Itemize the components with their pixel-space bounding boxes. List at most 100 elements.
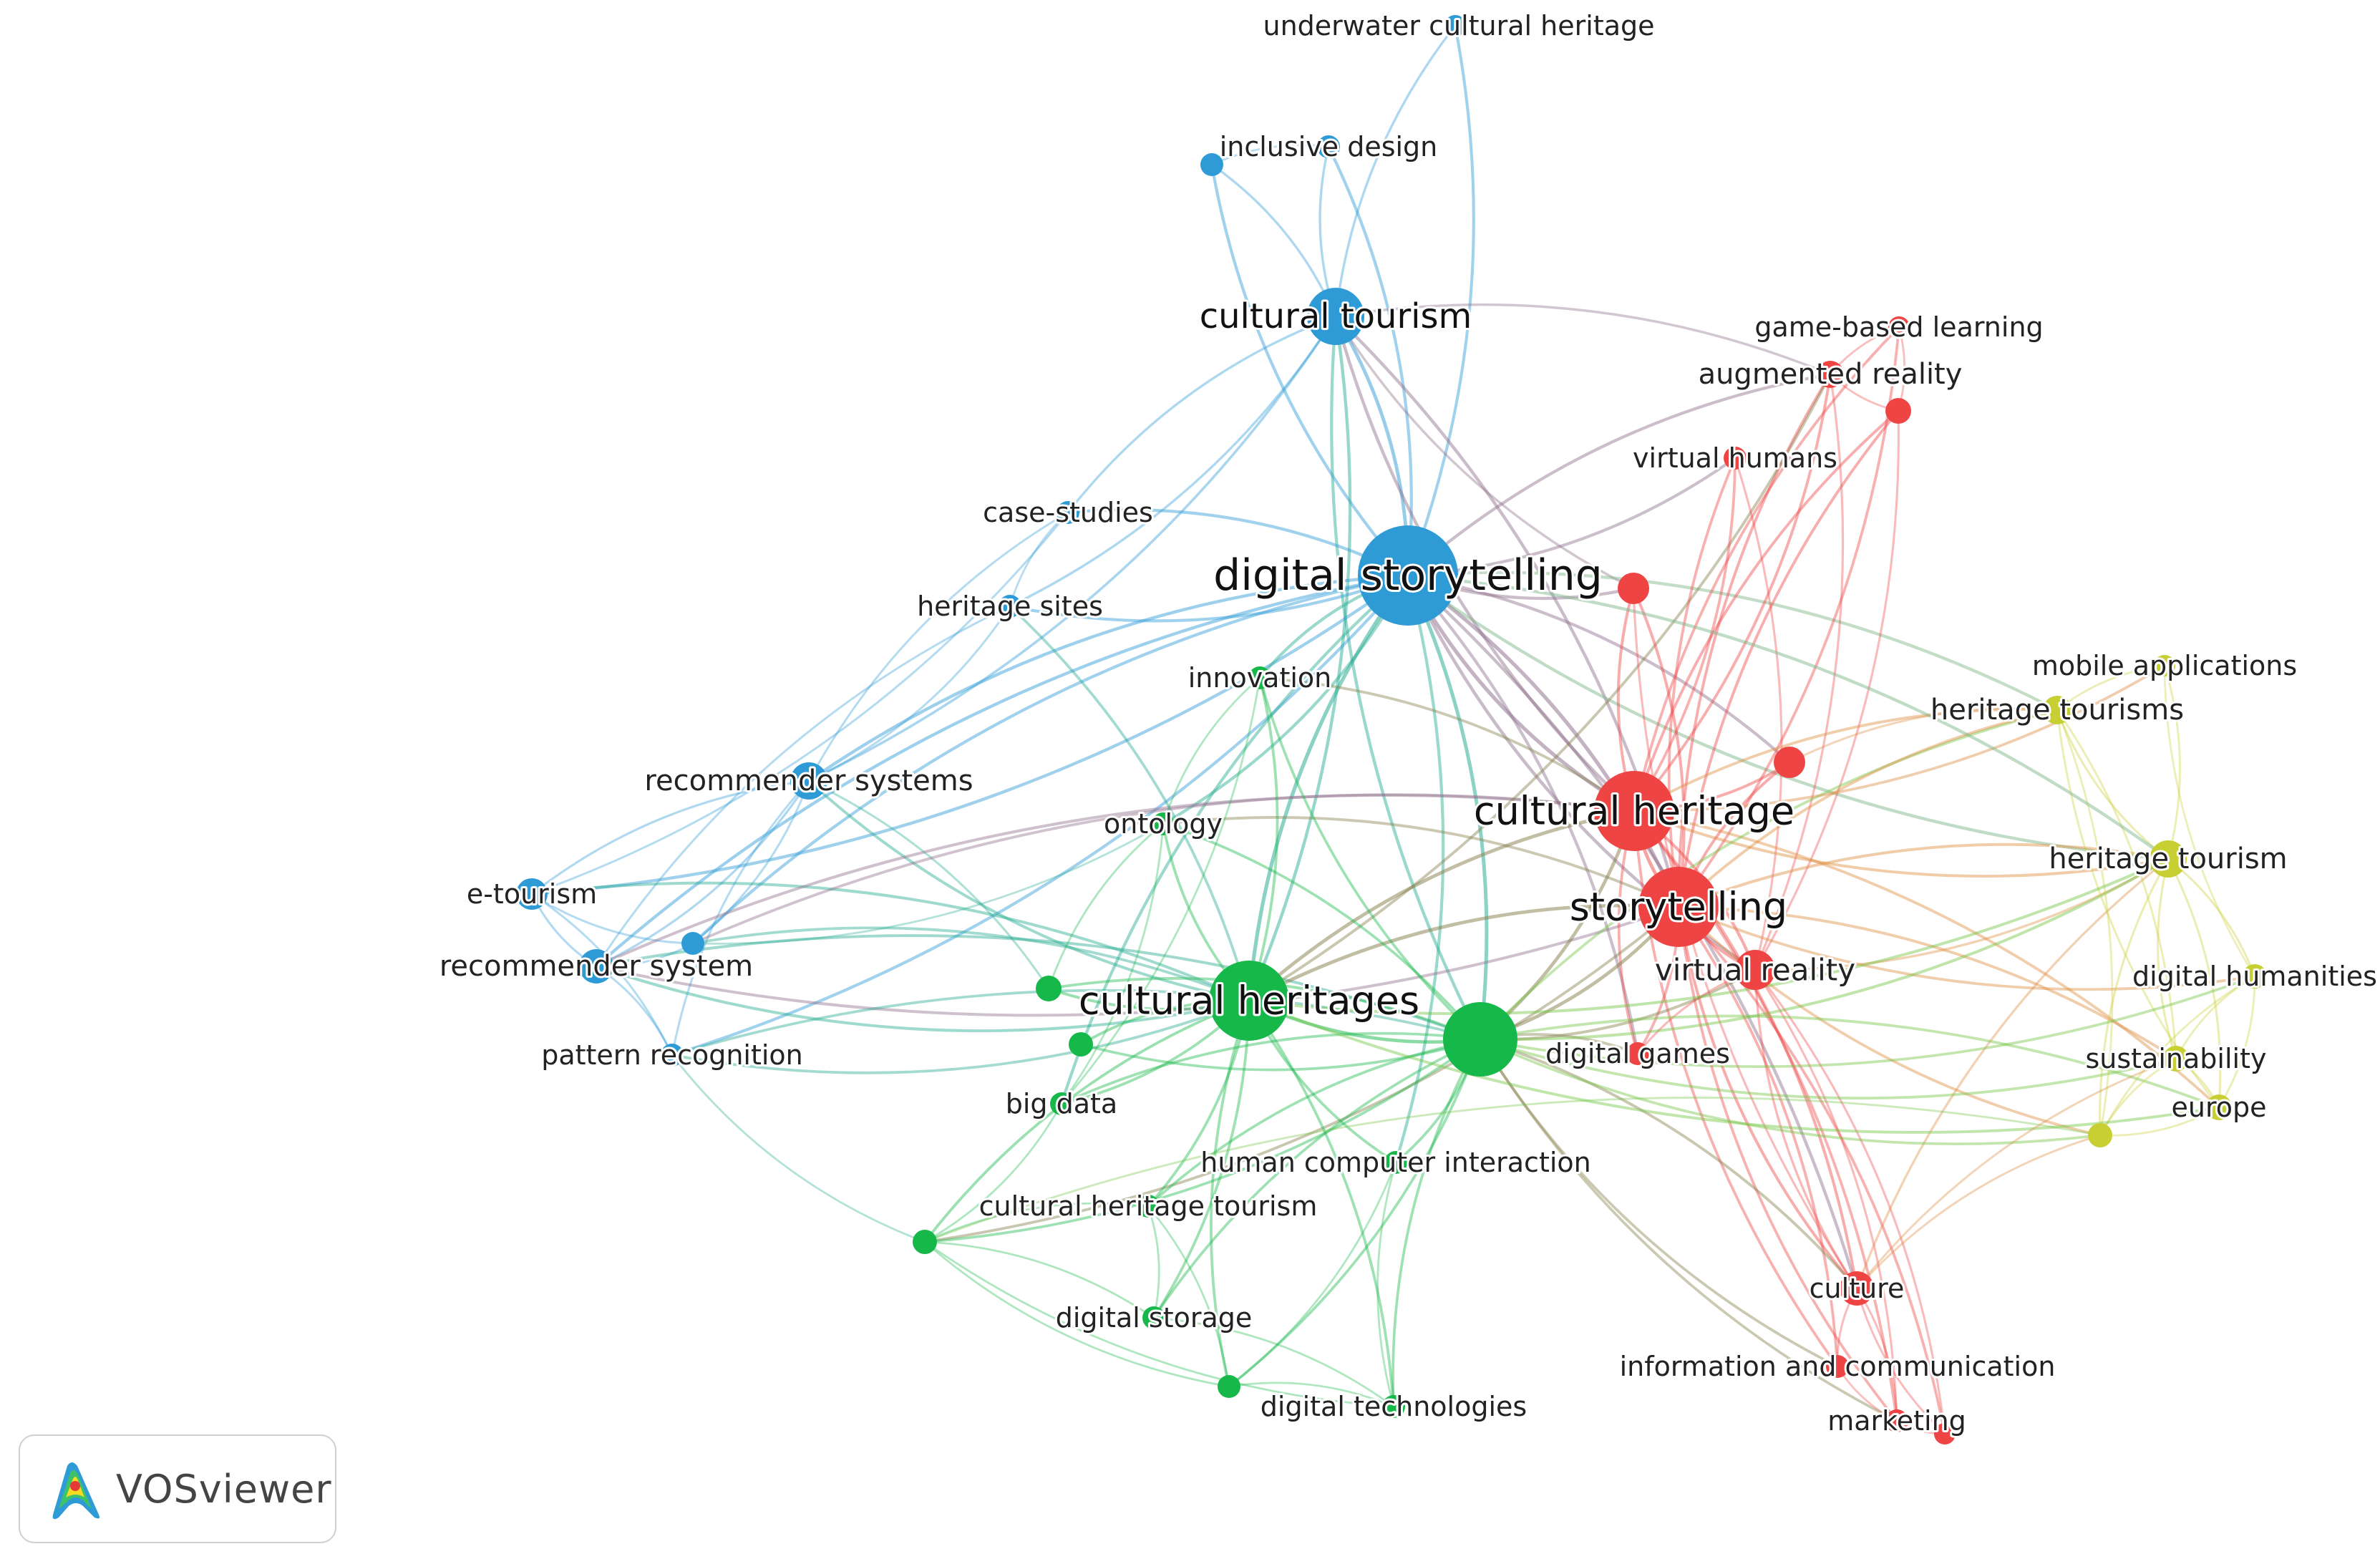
node-culture[interactable] [1840, 1271, 1874, 1306]
node-ontology[interactable] [1152, 812, 1175, 835]
edge-cultural-tourism-heritage-sites [1009, 316, 1337, 608]
edge-virtual-humans-virtual-reality [1734, 457, 1783, 971]
edge-storytelling-red-minor-4 [1677, 905, 1946, 1434]
node-yellow-minor-1[interactable] [2088, 1123, 2112, 1147]
node-red-minor-4[interactable] [1934, 1423, 1956, 1444]
node-cultural-heritage-tourism[interactable] [1137, 1195, 1160, 1218]
edge-information-and-communication-green-hub [1479, 1039, 1838, 1368]
node-innovation[interactable] [1248, 666, 1271, 689]
node-heritage-sites[interactable] [999, 595, 1021, 618]
edge-green-hub-green-minor-2 [1080, 1038, 1481, 1072]
node-pattern-recognition[interactable] [661, 1044, 684, 1067]
node-recommender-systems[interactable] [790, 762, 827, 800]
network-edges [530, 24, 2256, 1435]
edge-digital-storytelling-red-minor-3 [1407, 573, 1791, 764]
label-pattern-recognition: pattern recognition [541, 1039, 803, 1071]
edge-heritage-tourisms-yellow-minor-1 [2056, 709, 2114, 1136]
edge-underwater-cultural-heritage-digital-storytelling [1407, 25, 1475, 576]
edge-digital-storytelling-pattern-recognition [671, 574, 1409, 1057]
node-heritage-tourism[interactable] [2150, 840, 2187, 878]
edge-digital-storytelling-augmented-reality [1407, 372, 1831, 577]
node-cultural-heritage[interactable] [1594, 771, 1674, 851]
node-underwater-cultural-heritage[interactable] [1444, 15, 1466, 37]
edge-heritage-tourism-yellow-minor-1 [2099, 858, 2170, 1136]
label-digital-storage: digital storage [1056, 1302, 1253, 1334]
edge-inclusive-design-digital-storytelling [1327, 146, 1413, 576]
label-cultural-heritage: cultural heritage [1474, 789, 1794, 834]
node-mobile-applications[interactable] [2154, 655, 2175, 676]
node-big-data[interactable] [1050, 1092, 1073, 1115]
edge-mobile-applications-digital-humanities [2163, 665, 2256, 977]
edge-mobile-applications-heritage-tourism [2163, 665, 2181, 860]
edge-cultural-tourism-cultural-heritages [1247, 316, 1352, 1001]
edge-cultural-heritage-cultural-heritages [1248, 809, 1635, 1002]
node-green-minor-2[interactable] [1069, 1032, 1093, 1057]
edge-digital-humanities-green-hub [1480, 975, 2255, 1068]
edge-cultural-tourism-green-hub [1330, 316, 1482, 1040]
node-blue-minor-1[interactable] [1200, 153, 1223, 176]
node-digital-technologies[interactable] [1382, 1395, 1405, 1418]
node-green-hub[interactable] [1443, 1002, 1517, 1077]
label-e-tourism: e-tourism [467, 878, 597, 910]
label-recommender-system: recommender system [439, 950, 753, 983]
vosviewer-badge: VOSviewer [19, 1434, 336, 1543]
edge-case-studies-recommender-systems [807, 511, 1069, 782]
node-cultural-heritages[interactable] [1209, 961, 1289, 1041]
node-green-minor-1[interactable] [1036, 976, 1062, 1001]
edge-green-hub-heritage-tourism [1480, 858, 2170, 1041]
node-red-minor-1[interactable] [1885, 398, 1911, 424]
edge-red-minor-3-heritage-tourisms [1789, 707, 2058, 764]
edge-virtual-reality-heritage-tourism [1754, 858, 2169, 971]
node-cultural-tourism[interactable] [1307, 288, 1364, 345]
edge-red-minor-1-virtual-reality [1754, 410, 1900, 971]
node-information-and-communication[interactable] [1826, 1355, 1849, 1378]
edge-red-minor-1-storytelling [1677, 409, 1900, 908]
node-digital-storytelling[interactable] [1358, 525, 1458, 626]
node-digital-games[interactable] [1626, 1042, 1649, 1065]
edge-heritage-tourisms-storytelling [1677, 709, 2058, 908]
node-game-based-learning[interactable] [1888, 316, 1910, 338]
label-augmented-reality: augmented reality [1699, 358, 1963, 391]
node-inclusive-design[interactable] [1317, 135, 1340, 158]
node-digital-humanities[interactable] [2243, 964, 2267, 989]
edge-cultural-heritage-heritage-tourisms [1633, 708, 2058, 812]
edge-green-hub-digital-storage [1152, 1038, 1481, 1319]
node-recommender-system[interactable] [579, 949, 613, 984]
node-sustainability[interactable] [2163, 1046, 2189, 1072]
edge-recommender-system-green-hub [596, 934, 1481, 1041]
edge-recommender-systems-pattern-recognition [671, 780, 810, 1056]
node-red-minor-3[interactable] [1774, 747, 1805, 778]
node-virtual-humans[interactable] [1724, 447, 1747, 470]
edge-recommender-systems-recommender-system [596, 780, 810, 968]
edge-digital-storytelling-recommender-systems [807, 573, 1409, 782]
edge-virtual-reality-culture [1754, 969, 1858, 1289]
node-marketing[interactable] [1885, 1409, 1908, 1432]
edge-heritage-tourism-cultural-heritages [1248, 858, 2169, 1016]
edge-game-based-learning-cultural-heritage [1633, 326, 1900, 812]
node-virtual-reality[interactable] [1735, 950, 1775, 990]
node-europe[interactable] [2206, 1094, 2232, 1120]
label-sustainability: sustainability [2086, 1043, 2267, 1074]
edge-recommender-systems-e-tourism [531, 780, 810, 895]
node-case-studies[interactable] [1057, 501, 1079, 524]
node-green-minor-3[interactable] [913, 1230, 937, 1254]
edge-cultural-heritages-green-minor-4 [1210, 1000, 1250, 1387]
node-digital-storage[interactable] [1142, 1306, 1165, 1329]
edge-digital-storytelling-storytelling [1407, 573, 1681, 908]
node-e-tourism[interactable] [516, 878, 548, 910]
node-red-minor-2[interactable] [1618, 573, 1649, 604]
edge-green-minor-3-digital-storage [924, 1240, 1155, 1319]
edge-green-minor-4-digital-technologies [1228, 1381, 1394, 1408]
node-augmented-reality[interactable] [1817, 361, 1844, 388]
node-human-computer-interaction[interactable] [1384, 1151, 1407, 1174]
label-cultural-heritage-tourism: cultural heritage tourism [979, 1190, 1318, 1222]
node-blue-minor-2[interactable] [681, 932, 704, 955]
node-green-minor-4[interactable] [1218, 1375, 1240, 1398]
edge-big-data-green-minor-3 [924, 1103, 1063, 1243]
edge-augmented-reality-storytelling [1677, 373, 1832, 908]
label-heritage-tourisms: heritage tourisms [1930, 694, 2184, 727]
edge-green-hub-cultural-heritage-tourism [1147, 1038, 1481, 1208]
node-heritage-tourisms[interactable] [2043, 696, 2071, 724]
node-storytelling[interactable] [1638, 867, 1719, 947]
